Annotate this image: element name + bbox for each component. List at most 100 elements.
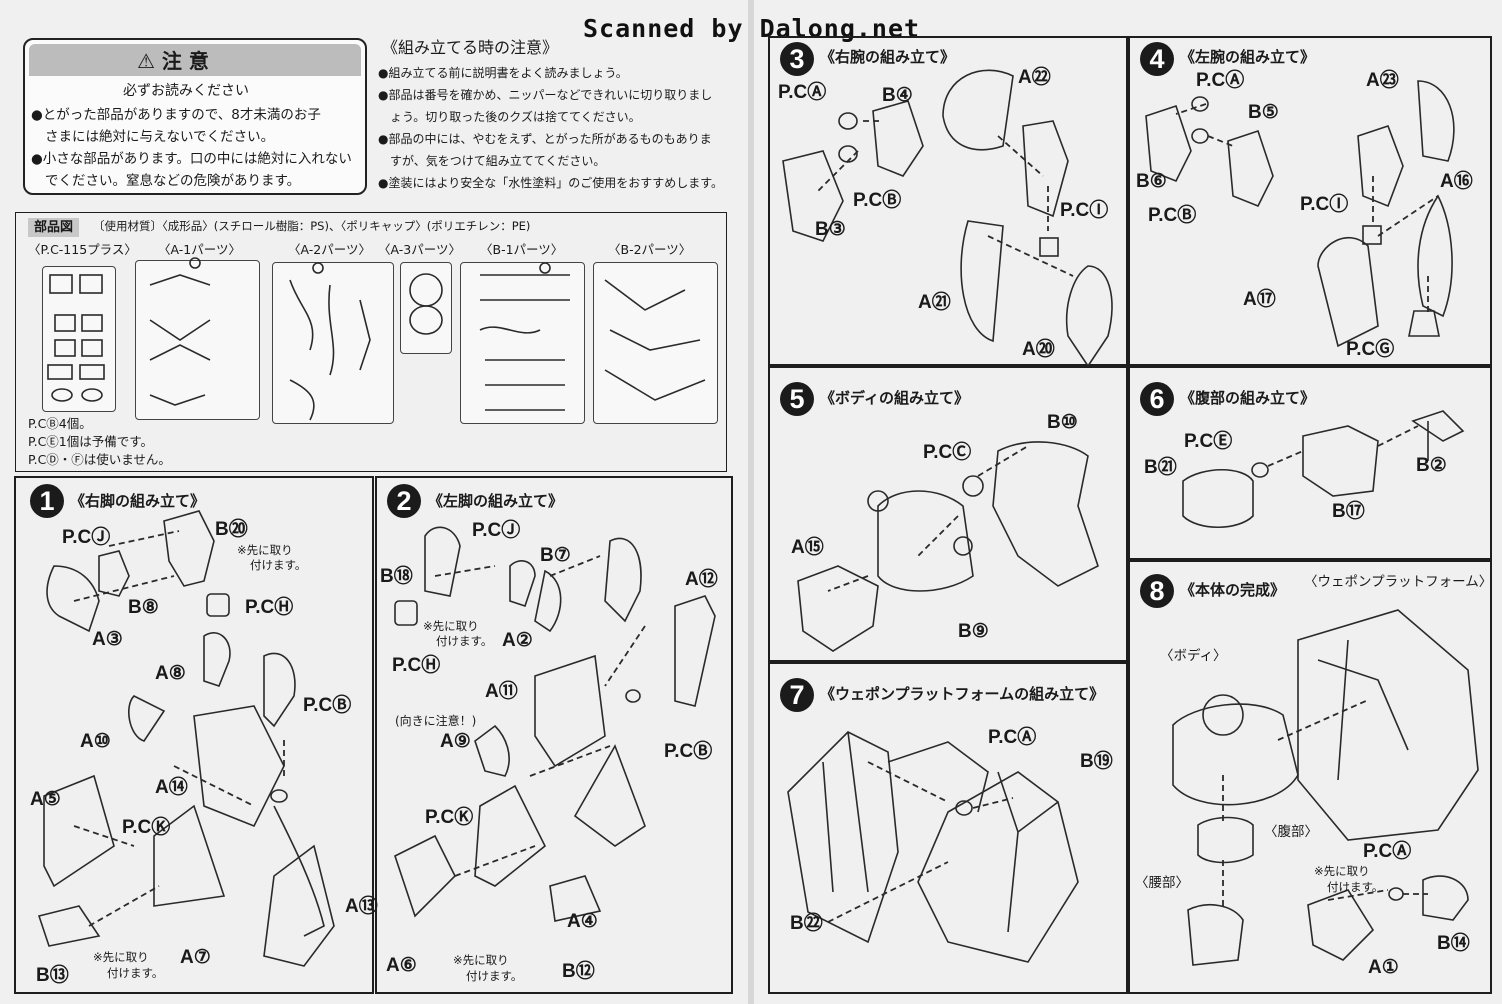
part-label: P.CⒶ bbox=[988, 727, 1037, 748]
part-label: A⑯ bbox=[1440, 171, 1473, 192]
step-3-drawing bbox=[782, 69, 1113, 368]
notes-line: ょう。切り取った後のクズは捨ててください。 bbox=[390, 110, 641, 124]
note-text: ※先に取り bbox=[453, 953, 509, 967]
part-label: P.CⒷ bbox=[664, 741, 713, 762]
part-label: B㉑ bbox=[1144, 457, 1177, 478]
warning-header bbox=[29, 44, 361, 76]
part-label: A⑩ bbox=[80, 731, 111, 752]
warning-box: ⚠ 注 意 必ずお読みください ●とがった部品がありますので、8才未満のお子 さ… bbox=[23, 38, 367, 195]
notes-line: すが、気をつけて組み立ててください。 bbox=[390, 154, 606, 168]
step-title: 《本体の完成》 bbox=[1180, 581, 1286, 599]
runner-label: 〈B-1パーツ〉 bbox=[480, 242, 564, 257]
part-label: B⑱ bbox=[380, 566, 413, 587]
sub-label: 〈ボディ〉 bbox=[1160, 648, 1227, 664]
part-label: P.CⒶ bbox=[1363, 841, 1412, 862]
warning-line: ●小さな部品があります。口の中には絶対に入れない bbox=[31, 151, 352, 167]
step-title: 《右腕の組み立て》 bbox=[820, 48, 956, 66]
part-label: B⑬ bbox=[36, 965, 69, 986]
warning-line: ●とがった部品がありますので、8才未満のお子 bbox=[31, 107, 321, 123]
part-label: A⑦ bbox=[180, 947, 211, 968]
part-label: A③ bbox=[92, 629, 123, 650]
part-label: P.CⒾ bbox=[1300, 194, 1349, 215]
runner-pc bbox=[42, 266, 116, 412]
step-number: 7 bbox=[780, 678, 814, 712]
notes-line: ●塗装にはより安全な「水性塗料」のご使用をおすすめします。 bbox=[378, 176, 724, 190]
runner-label: 〈A-2パーツ〉 bbox=[288, 242, 371, 257]
step-5-drawing bbox=[797, 441, 1099, 652]
warning-title: ⚠ 注 意 bbox=[137, 49, 209, 73]
part-label: B⑧ bbox=[128, 597, 159, 618]
part-label: P.CⒿ bbox=[62, 527, 111, 548]
step-5-header: 5 bbox=[780, 382, 814, 416]
step-3-box bbox=[768, 36, 1128, 366]
note-text: 付けます。 bbox=[1327, 880, 1384, 894]
part-label: B⑭ bbox=[1437, 933, 1470, 954]
part-label: A⑪ bbox=[485, 681, 518, 702]
part-label: B⑫ bbox=[562, 961, 595, 982]
step-title: 《左脚の組み立て》 bbox=[428, 492, 564, 510]
parts-badge: 部品図 bbox=[28, 218, 80, 237]
runner-label: 〈A-1パーツ〉 bbox=[158, 242, 241, 257]
part-label: B⑰ bbox=[1332, 501, 1365, 522]
part-label: P.CⒽ bbox=[392, 655, 441, 676]
step-number: 8 bbox=[1140, 574, 1174, 608]
warning-line: でください。窒息などの危険があります。 bbox=[45, 173, 301, 189]
part-label: A⑰ bbox=[1243, 289, 1276, 310]
notes-line: ●組み立てる前に説明書をよく読みましょう。 bbox=[378, 66, 628, 80]
warning-subtitle: 必ずお読みください bbox=[123, 83, 249, 99]
part-label: B⑦ bbox=[540, 545, 571, 566]
part-label: B⑥ bbox=[1136, 171, 1167, 192]
step-1-header: 1 bbox=[30, 484, 64, 518]
step-number: 6 bbox=[1140, 382, 1174, 416]
parts-footnote: P.CⒷ4個。 bbox=[28, 416, 92, 431]
step-2-drawing bbox=[394, 526, 716, 922]
step-number: 5 bbox=[780, 382, 814, 416]
runner-a3 bbox=[400, 262, 452, 354]
part-label: P.CⒷ bbox=[303, 695, 352, 716]
note-text: ※先に取り bbox=[1314, 864, 1370, 878]
part-label: A⑬ bbox=[345, 896, 378, 917]
step-number: 3 bbox=[780, 42, 814, 76]
part-label: A⑫ bbox=[685, 569, 718, 590]
step-number: 1 bbox=[30, 484, 64, 518]
note-text: 付けます。 bbox=[250, 558, 307, 572]
part-label: B② bbox=[1416, 455, 1447, 476]
step-8-drawing bbox=[1172, 609, 1479, 966]
part-label: P.CⒶ bbox=[778, 82, 827, 103]
step-7-box bbox=[768, 662, 1128, 994]
runner-b1 bbox=[460, 262, 585, 424]
step-8-header: 8 bbox=[1140, 574, 1174, 608]
part-label: B④ bbox=[882, 85, 913, 106]
part-label: A⑳ bbox=[1022, 339, 1055, 360]
notes-line: ●部品は番号を確かめ、ニッパーなどできれいに切り取りまし bbox=[378, 88, 713, 102]
part-label: P.CⒿ bbox=[472, 520, 521, 541]
step-title: 《左腕の組み立て》 bbox=[1180, 48, 1316, 66]
part-label: B⑨ bbox=[958, 621, 989, 642]
step-1-drawing bbox=[37, 510, 335, 967]
note-text: 付けます。 bbox=[466, 969, 523, 983]
step-number: 2 bbox=[387, 484, 421, 518]
part-label: B③ bbox=[815, 219, 846, 240]
part-label: A⑭ bbox=[155, 777, 188, 798]
part-label: A② bbox=[502, 630, 533, 651]
runner-label: 〈A-3パーツ〉 bbox=[378, 242, 461, 257]
step-4-box bbox=[1128, 36, 1492, 366]
sub-label: 〈腰部〉 bbox=[1135, 875, 1189, 891]
step-2-header: 2 bbox=[387, 484, 421, 518]
note-text: 付けます。 bbox=[436, 634, 493, 648]
step-8-box bbox=[1128, 560, 1492, 994]
part-label: A⑥ bbox=[386, 955, 417, 976]
part-label: P.CⓀ bbox=[425, 807, 474, 828]
step-7-header: 7 bbox=[780, 678, 814, 712]
step-6-header: 6 bbox=[1140, 382, 1174, 416]
step-number: 4 bbox=[1140, 42, 1174, 76]
part-label: B⑳ bbox=[215, 519, 248, 540]
part-label: A④ bbox=[567, 911, 598, 932]
part-label: A⑧ bbox=[155, 663, 186, 684]
part-label: A㉓ bbox=[1366, 70, 1399, 91]
part-label: A⑤ bbox=[30, 789, 61, 810]
parts-diagram-box bbox=[15, 212, 727, 472]
sub-label: 〈腹部〉 bbox=[1264, 824, 1318, 840]
step-title: 《右脚の組み立て》 bbox=[70, 492, 206, 510]
parts-materials: 〔使用材質〕〈成形品〉(スチロール樹脂：PS)、〈ポリキャップ〉(ポリエチレン：… bbox=[93, 219, 531, 233]
